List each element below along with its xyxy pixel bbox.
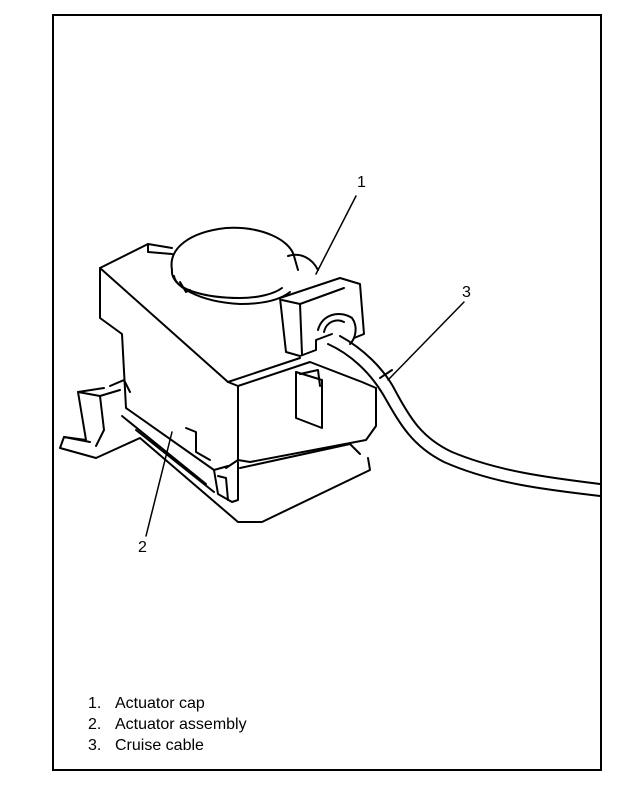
legend-number: 3. bbox=[88, 737, 102, 754]
parts-legend: 1. Actuator cap 2. Actuator assembly 3. … bbox=[88, 693, 247, 756]
leader-lines bbox=[145, 195, 465, 537]
mounting-bracket bbox=[59, 379, 371, 523]
actuator-assembly bbox=[99, 243, 377, 503]
legend-number: 1. bbox=[88, 695, 102, 712]
callout-3: 3 bbox=[462, 284, 471, 301]
leader-line-3 bbox=[387, 301, 465, 381]
leader-line-1 bbox=[315, 195, 357, 275]
legend-text: Actuator assembly bbox=[115, 716, 247, 733]
legend-item: 1. Actuator cap bbox=[88, 693, 247, 714]
legend-item: 3. Cruise cable bbox=[88, 735, 247, 756]
callout-2: 2 bbox=[138, 539, 147, 556]
callout-1: 1 bbox=[357, 174, 366, 191]
legend-number: 2. bbox=[88, 716, 102, 733]
actuator-cap bbox=[170, 226, 319, 305]
legend-text: Cruise cable bbox=[115, 737, 204, 754]
legend-item: 2. Actuator assembly bbox=[88, 714, 247, 735]
leader-line-2 bbox=[145, 431, 173, 537]
cable-boot bbox=[279, 277, 365, 357]
figure-frame bbox=[52, 14, 602, 771]
legend-text: Actuator cap bbox=[115, 695, 205, 712]
cruise-cable bbox=[327, 335, 601, 497]
